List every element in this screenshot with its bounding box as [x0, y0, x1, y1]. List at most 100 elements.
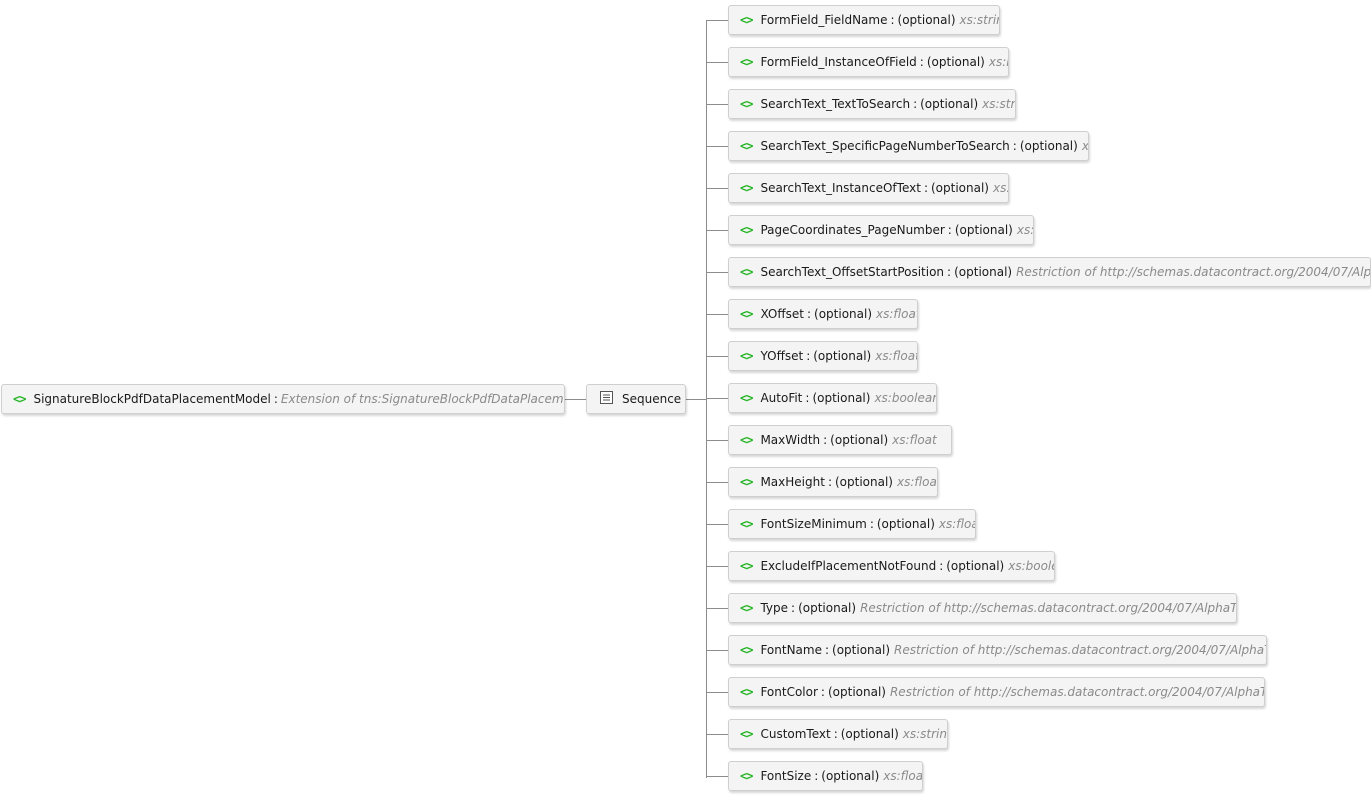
child-element-name: ExcludeIfPlacementNotFound [760, 559, 937, 573]
child-element-optional: (optional) [1019, 139, 1078, 153]
children-trunk-line [706, 21, 707, 778]
child-element-type: Restriction of http://schemas.datacontra… [860, 601, 1237, 615]
child-element-optional: (optional) [830, 433, 889, 447]
element-icon: <> [740, 349, 753, 363]
root-element-name: SignatureBlockPdfDataPlacementModel [33, 392, 271, 406]
child-element-optional: (optional) [840, 727, 899, 741]
child-branch-connector [706, 272, 728, 273]
child-element-node[interactable]: <>FormField_InstanceOfField:(optional)xs… [728, 47, 1009, 77]
child-element-optional: (optional) [954, 223, 1013, 237]
element-icon: <> [740, 307, 753, 321]
child-element-node[interactable]: <>FontSize:(optional)xs:float [728, 761, 923, 791]
child-element-name: FontColor [760, 685, 818, 699]
child-element-name: MaxHeight [760, 475, 825, 489]
element-icon: <> [740, 97, 753, 111]
child-element-node[interactable]: <>FontColor:(optional)Restriction of htt… [728, 677, 1265, 707]
child-branch-connector [706, 20, 728, 21]
element-icon: <> [740, 13, 753, 27]
child-element-node[interactable]: <>FontSizeMinimum:(optional)xs:float [728, 509, 976, 539]
child-element-optional: (optional) [954, 265, 1013, 279]
child-element-node[interactable]: <>SearchText_InstanceOfText:(optional)xs… [728, 173, 1009, 203]
child-element-node[interactable]: <> PageCoordinates_PageNumber:(optional)x… [728, 215, 1034, 245]
child-branch-connector [706, 608, 728, 609]
child-element-name: FontSizeMinimum [760, 517, 867, 531]
child-element-node[interactable]: <>ExcludeIfPlacementNotFound:(optional)x… [728, 551, 1055, 581]
element-icon: <> [740, 181, 753, 195]
child-element-optional: (optional) [876, 517, 935, 531]
element-icon: <> [740, 643, 753, 657]
child-element-type: xs:int [1016, 223, 1034, 237]
child-element-name: FontSize [760, 769, 812, 783]
child-element-node[interactable]: <>SearchText_SpecificPageNumberToSearch:… [728, 131, 1089, 161]
child-element-name: SearchText_TextToSearch [760, 97, 911, 111]
child-branch-connector [706, 566, 728, 567]
child-element-optional: (optional) [814, 307, 873, 321]
child-branch-connector [706, 356, 728, 357]
sequence-icon [600, 391, 613, 407]
child-element-name: XOffset [760, 307, 804, 321]
child-element-type: xs:float [883, 769, 923, 783]
child-element-separator: : [806, 349, 811, 363]
child-element-separator: : [919, 55, 924, 69]
child-element-name: CustomText [760, 727, 831, 741]
element-icon: <> [740, 517, 753, 531]
child-element-optional: (optional) [930, 181, 989, 195]
element-icon: <> [740, 769, 753, 783]
element-icon: <> [740, 223, 753, 237]
child-element-separator: : [947, 223, 952, 237]
child-element-node[interactable]: <>SearchText_TextToSearch:(optional)xs:s… [728, 89, 1016, 119]
child-branch-connector [706, 398, 728, 399]
child-element-type: xs:string [982, 97, 1016, 111]
child-element-name: PageCoordinates_PageNumber [760, 223, 945, 237]
child-element-separator: : [913, 97, 918, 111]
child-element-separator: : [1012, 139, 1017, 153]
element-icon: <> [740, 685, 753, 699]
child-element-node[interactable]: <>MaxHeight:(optional)xs:float [728, 467, 938, 497]
child-element-node[interactable]: <> FormField_FieldName:(optional)xs:strin… [728, 5, 1000, 35]
sequence-node[interactable]: Sequence [586, 384, 686, 414]
child-element-separator: : [791, 601, 796, 615]
child-element-separator: : [947, 265, 952, 279]
element-icon: <> [740, 391, 753, 405]
child-element-name: MaxWidth [760, 433, 821, 447]
child-branch-connector [706, 230, 728, 231]
child-element-name: AutoFit [760, 391, 803, 405]
child-element-node[interactable]: <>CustomText:(optional)xs:string [728, 719, 948, 749]
child-element-separator: : [939, 559, 944, 573]
child-element-optional: (optional) [834, 475, 893, 489]
child-element-type: xs:string [959, 13, 999, 27]
child-element-node[interactable]: <>YOffset:(optional)xs:float [728, 341, 918, 371]
element-icon: <> [740, 559, 753, 573]
child-element-optional: (optional) [832, 643, 891, 657]
child-element-type: xs:boolean [1008, 559, 1054, 573]
child-element-name: FormField_FieldName [760, 13, 888, 27]
element-icon: <> [740, 475, 753, 489]
child-element-node[interactable]: <>Type:(optional)Restriction of http://s… [728, 593, 1237, 623]
child-element-node[interactable]: <>FontName:(optional)Restriction of http… [728, 635, 1267, 665]
child-branch-connector [706, 482, 728, 483]
child-branch-connector [706, 188, 728, 189]
child-element-type: xs:boolean [874, 391, 937, 405]
child-element-name: SearchText_InstanceOfText [760, 181, 921, 195]
sequence-to-trunk-connector [686, 399, 706, 400]
child-element-optional: (optional) [812, 391, 871, 405]
child-branch-connector [706, 650, 728, 651]
child-element-separator: : [824, 643, 830, 657]
child-element-separator: : [923, 181, 928, 195]
child-element-type: xs:string [902, 727, 947, 741]
child-element-optional: (optional) [821, 769, 880, 783]
element-icon: <> [740, 601, 753, 615]
child-element-separator: : [806, 307, 812, 321]
element-icon: <> [13, 392, 26, 406]
child-element-name: SearchText_SpecificPageNumberToSearch [760, 139, 1010, 153]
child-element-separator: : [805, 391, 810, 405]
child-element-node[interactable]: <>MaxWidth:(optional)xs:float [728, 425, 952, 455]
child-element-node[interactable]: <> AutoFit:(optional)xs:boolean [728, 383, 937, 413]
root-to-sequence-connector [565, 399, 586, 400]
child-element-separator: : [890, 13, 895, 27]
child-element-node[interactable]: <>XOffset:(optional)xs:float [728, 299, 918, 329]
child-element-optional: (optional) [798, 601, 857, 615]
child-element-optional: (optional) [897, 13, 956, 27]
root-element-node[interactable]: <> SignatureBlockPdfDataPlacementModel :… [1, 384, 565, 414]
child-element-node[interactable]: <>SearchText_OffsetStartPosition:(option… [728, 257, 1371, 287]
